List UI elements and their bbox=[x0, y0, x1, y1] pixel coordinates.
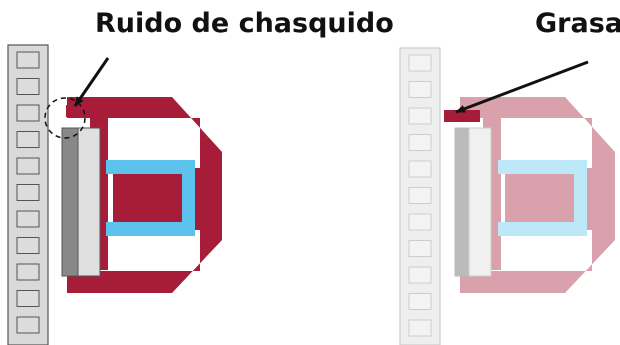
left-strip-cell bbox=[16, 290, 40, 307]
grease-arrow bbox=[455, 60, 589, 114]
left-strip-cell bbox=[16, 210, 40, 228]
left-plate-light bbox=[77, 127, 101, 277]
left-strip-cell bbox=[16, 184, 40, 201]
left-strip-cell bbox=[16, 104, 40, 122]
right-strip-cell bbox=[408, 81, 432, 98]
left-plate-dark bbox=[61, 127, 79, 277]
left-strip-cells bbox=[16, 51, 40, 334]
left-strip-cell bbox=[16, 157, 40, 175]
left-blue-cup bbox=[106, 160, 195, 236]
left-strip-cell bbox=[16, 316, 40, 334]
grease-tab bbox=[444, 110, 480, 122]
snap-point-circle bbox=[44, 97, 86, 139]
right-plate-dark bbox=[454, 127, 470, 277]
snap-noise-arrow bbox=[73, 57, 110, 107]
right-strip-cells bbox=[408, 54, 432, 337]
left-strip-cell bbox=[16, 237, 40, 254]
snap-noise-label: Ruido de chasquido bbox=[95, 8, 394, 39]
right-strip-cell bbox=[408, 54, 432, 72]
left-strip-cell bbox=[16, 131, 40, 148]
right-strip-cell bbox=[408, 319, 432, 337]
right-hinge-body bbox=[460, 97, 615, 293]
grease-label: Grasa bbox=[535, 8, 620, 39]
left-hinge-body bbox=[67, 97, 222, 293]
right-strip-cell bbox=[408, 240, 432, 257]
left-strip-cell bbox=[16, 51, 40, 69]
left-mounting-strip bbox=[7, 44, 49, 345]
right-strip-cell bbox=[408, 107, 432, 125]
right-strip-cell bbox=[408, 160, 432, 178]
left-hinge-assembly bbox=[7, 44, 222, 345]
right-strip-cell bbox=[408, 266, 432, 284]
right-blue-cup bbox=[498, 160, 587, 236]
right-strip-cell bbox=[408, 213, 432, 231]
right-hinge-assembly bbox=[399, 47, 615, 345]
left-strip-cell bbox=[16, 78, 40, 95]
right-plate-light bbox=[468, 127, 492, 277]
right-strip-cell bbox=[408, 187, 432, 204]
left-strip-cell bbox=[16, 263, 40, 281]
right-strip-cell bbox=[408, 134, 432, 151]
left-contact-tab bbox=[66, 105, 84, 117]
right-mounting-strip bbox=[399, 47, 441, 345]
right-strip-cell bbox=[408, 293, 432, 310]
